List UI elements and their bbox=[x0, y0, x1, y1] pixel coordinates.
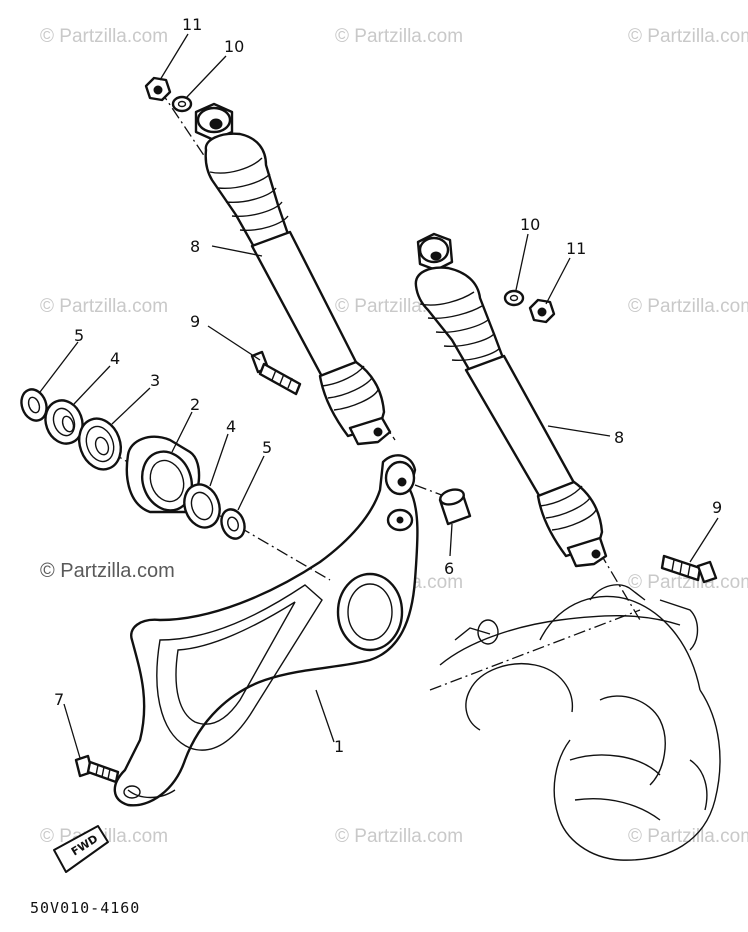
watermark-main: © Partzilla.com bbox=[40, 560, 175, 582]
bolt-9-left bbox=[250, 350, 302, 396]
callout-7: 7 bbox=[54, 690, 64, 709]
swing-arm bbox=[113, 454, 419, 807]
watermark: © Partzilla.com bbox=[40, 26, 168, 47]
diagram-code: 50V010-4160 bbox=[30, 899, 140, 917]
callout-6: 6 bbox=[444, 559, 454, 578]
callout-11: 11 bbox=[566, 239, 586, 258]
callout-4: 4 bbox=[226, 417, 236, 436]
engine-outline bbox=[429, 584, 721, 861]
watermark: © Partzilla.com bbox=[335, 26, 463, 47]
watermark: © Partzilla.com bbox=[628, 296, 748, 317]
callout-1: 1 bbox=[334, 737, 344, 756]
callout-10: 10 bbox=[224, 37, 244, 56]
bolt-9-right bbox=[660, 554, 718, 584]
callout-8: 8 bbox=[190, 237, 200, 256]
bearing-set bbox=[20, 388, 331, 581]
callout-3: 3 bbox=[150, 371, 160, 390]
callout-2: 2 bbox=[190, 395, 200, 414]
watermark: © Partzilla.com bbox=[628, 826, 748, 847]
shock-absorber-right bbox=[414, 232, 641, 621]
callout-8: 8 bbox=[614, 428, 624, 447]
callout-10: 10 bbox=[520, 215, 540, 234]
watermark: © Partzilla.com bbox=[335, 826, 463, 847]
callout-9: 9 bbox=[712, 498, 722, 517]
callout-5: 5 bbox=[262, 438, 272, 457]
watermark: © Partzilla.com bbox=[628, 26, 748, 47]
collar bbox=[414, 484, 472, 526]
bolt-7 bbox=[74, 754, 120, 784]
callout-9: 9 bbox=[190, 312, 200, 331]
shock-absorber-left bbox=[144, 76, 396, 446]
callout-11: 11 bbox=[182, 15, 202, 34]
watermark: © Partzilla.com bbox=[40, 296, 168, 317]
leader-lines bbox=[39, 33, 719, 759]
callout-labels: 11 10 8 9 5 4 3 2 4 5 6 7 1 10 11 8 9 bbox=[54, 15, 722, 756]
callout-5: 5 bbox=[74, 326, 84, 345]
callout-4: 4 bbox=[110, 349, 120, 368]
watermark: © Partzilla.com bbox=[628, 572, 748, 593]
